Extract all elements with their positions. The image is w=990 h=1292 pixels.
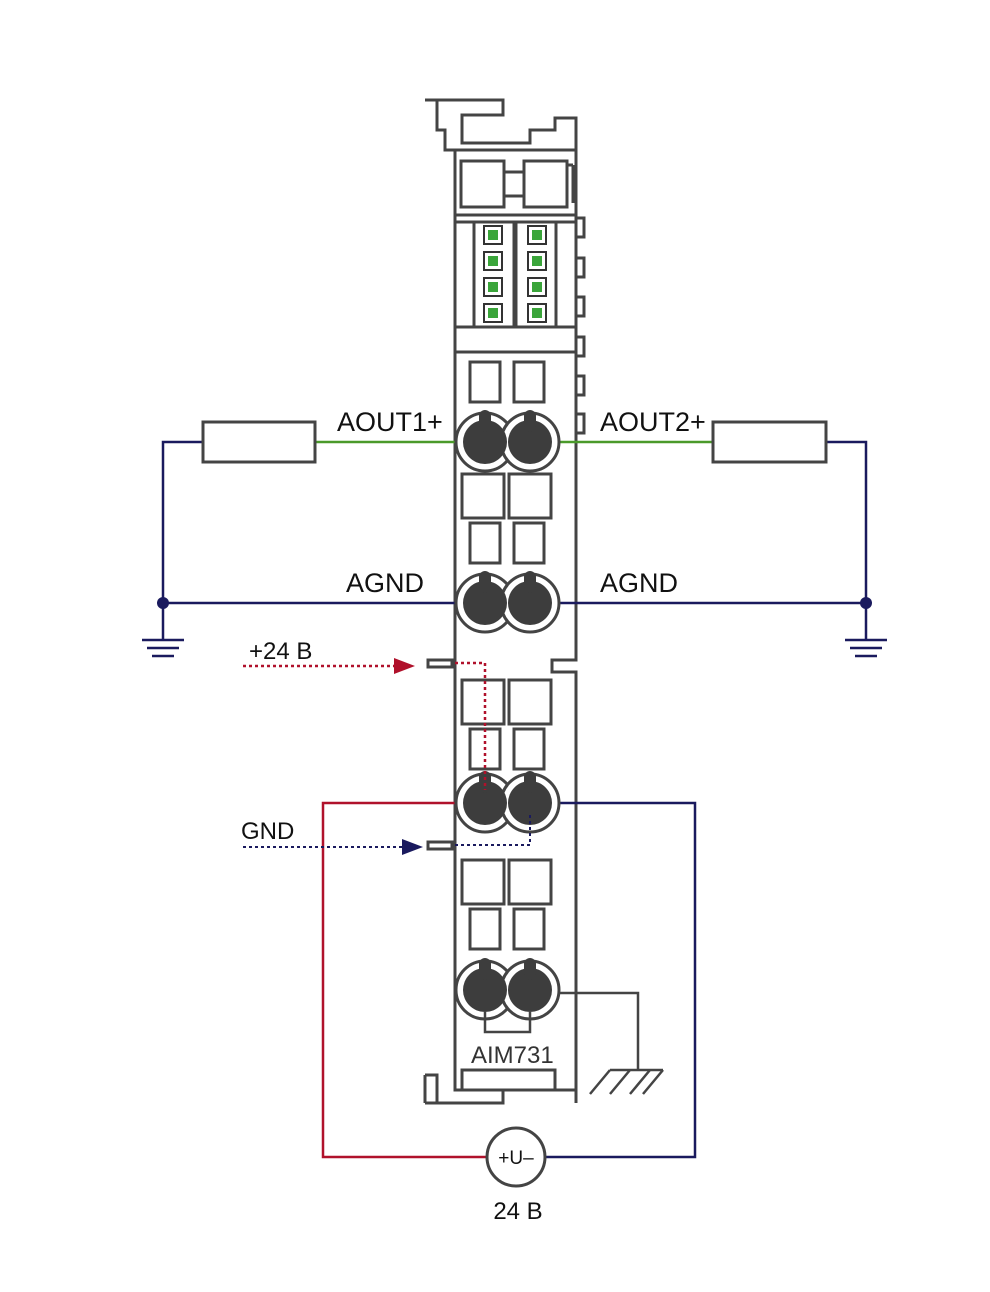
ground-icon bbox=[142, 638, 184, 658]
load-resistor-1 bbox=[201, 420, 317, 464]
gnd-label: GND bbox=[241, 818, 294, 845]
wire-agnd bbox=[161, 440, 868, 640]
aout2-label: AOUT2+ bbox=[600, 407, 706, 437]
power-source-icon bbox=[485, 1126, 547, 1188]
source-symbol: +U– bbox=[498, 1148, 534, 1169]
terminal-row-pe bbox=[454, 958, 561, 1034]
wire-supply-plus bbox=[321, 801, 487, 1159]
chassis-ground-icon bbox=[589, 1068, 664, 1095]
internal-jumper-24v bbox=[455, 661, 487, 790]
agnd-right-label: AGND bbox=[600, 568, 678, 598]
status-led-array bbox=[483, 225, 547, 323]
aout1-label: AOUT1+ bbox=[337, 407, 443, 437]
ground-icon bbox=[845, 638, 887, 658]
wire-supply-minus bbox=[530, 801, 697, 1159]
bus-arrow-gnd bbox=[243, 839, 423, 855]
agnd-left-label: AGND bbox=[346, 568, 424, 598]
wire-pe bbox=[530, 991, 640, 1070]
bus-arrow-24v bbox=[243, 658, 415, 674]
plus24-label: +24 В bbox=[249, 638, 312, 665]
model-label: AIM731 bbox=[471, 1042, 554, 1069]
terminal-slots bbox=[426, 360, 553, 951]
load-resistor-2 bbox=[711, 420, 828, 464]
source-voltage-label: 24 В bbox=[493, 1198, 542, 1225]
internal-jumper-gnd bbox=[455, 815, 531, 846]
junction-dot bbox=[157, 597, 169, 609]
terminal-row-aout bbox=[454, 410, 561, 473]
junction-dot bbox=[860, 597, 872, 609]
terminal-row-agnd bbox=[454, 571, 561, 634]
